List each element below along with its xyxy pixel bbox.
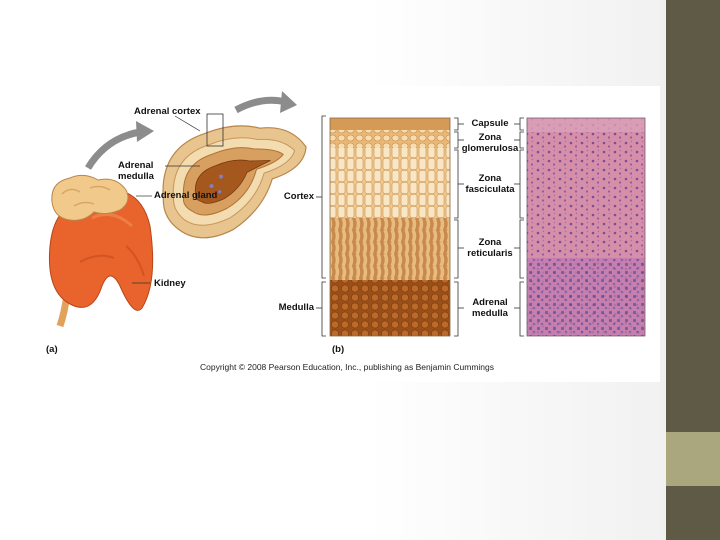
curved-arrow-2-head [280, 91, 297, 113]
label-adrenal-gland: Adrenal gland [154, 190, 217, 201]
copyright-notice: Copyright © 2008 Pearson Education, Inc.… [200, 362, 494, 372]
label-zona-fasciculata: Zona fasciculata [460, 173, 520, 195]
panel-b-tag: (b) [332, 344, 344, 355]
label-zona-reticularis: Zona reticularis [460, 237, 520, 259]
sidebar-band-bottom [666, 486, 720, 540]
sidebar-band-top [666, 0, 720, 432]
tissue-fasciculata [330, 148, 450, 218]
label-zona-glomerulosa: Zona glomerulosa [460, 132, 520, 154]
sidebar-band-accent [666, 432, 720, 486]
tissue-reticularis [330, 218, 450, 280]
label-medulla: Medulla [260, 302, 314, 313]
tissue-glomerulosa [330, 130, 450, 148]
adrenal-gland-figure: Adrenal cortex Adrenal medulla Adrenal g… [40, 86, 660, 382]
label-adrenal-cortex: Adrenal cortex [134, 106, 201, 117]
tissue-medulla [330, 280, 450, 336]
figure-illustration [40, 86, 660, 382]
label-cortex: Cortex [260, 191, 314, 202]
label-adrenal-medulla: Adrenal medulla [118, 160, 166, 182]
label-kidney: Kidney [154, 278, 186, 289]
curved-arrow-1-head [136, 121, 154, 142]
cortex-medulla-bracket [316, 116, 326, 336]
tissue-capsule [330, 118, 450, 130]
curved-arrow-2 [236, 100, 286, 110]
adrenal-cross-section [146, 105, 324, 249]
panel-a-tag: (a) [46, 344, 58, 355]
label-capsule: Capsule [462, 118, 518, 129]
label-adrenal-medulla-b: Adrenal medulla [460, 297, 520, 319]
